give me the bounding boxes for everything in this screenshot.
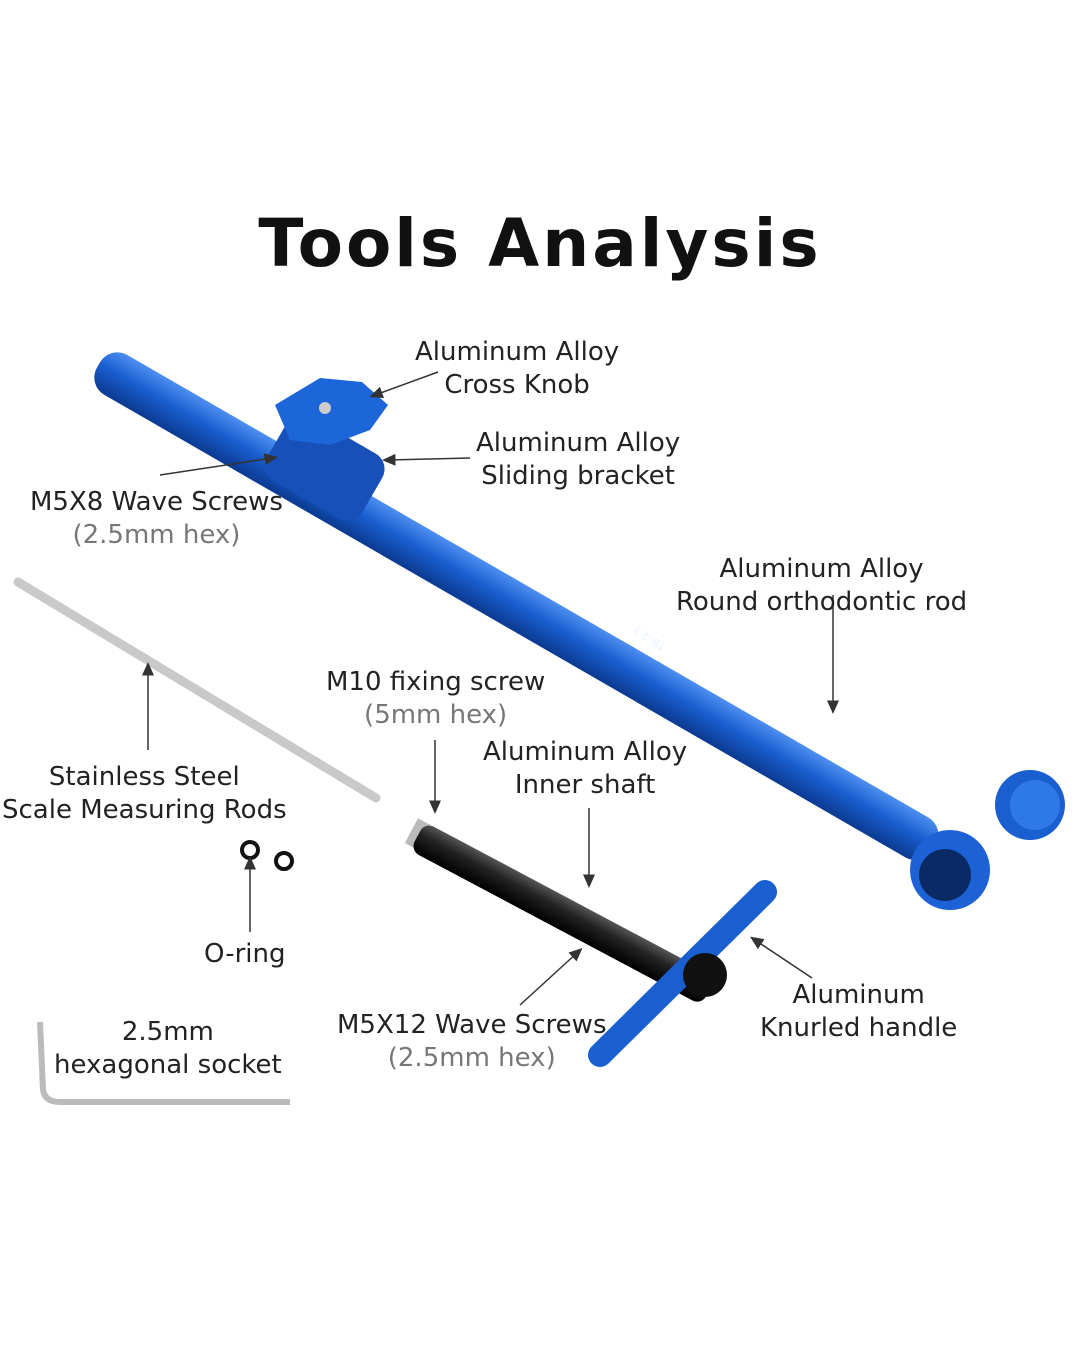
label-line: Aluminum Alloy <box>476 428 681 458</box>
label-hex-socket: 2.5mm hexagonal socket <box>54 1016 282 1082</box>
knurled-handle <box>588 880 777 1067</box>
label-steel-rods: Stainless Steel Scale Measuring Rods <box>2 761 287 827</box>
label-knurled-handle: Aluminum Knurled handle <box>760 979 957 1045</box>
label-o-ring: O-ring <box>204 939 286 969</box>
label-sliding-bracket: Aluminum Alloy Sliding bracket <box>476 427 680 493</box>
label-subline: (2.5mm hex) <box>72 520 241 550</box>
label-orthodontic-rod: Aluminum Alloy Round orthodontic rod <box>676 553 967 619</box>
label-cross-knob: Aluminum Alloy Cross Knob <box>415 336 619 402</box>
sliding-bracket <box>264 414 385 521</box>
label-line: Inner shaft <box>514 770 656 800</box>
label-line: M5X8 Wave Screws <box>30 487 283 517</box>
label-m5x8-screws: M5X8 Wave Screws (2.5mm hex) <box>30 486 283 552</box>
o-ring-1 <box>240 840 260 860</box>
label-subline: (5mm hex) <box>364 700 508 730</box>
label-m10-screw: M10 fixing screw (5mm hex) <box>326 666 545 732</box>
label-line: M5X12 Wave Screws <box>337 1010 607 1040</box>
label-line: Aluminum <box>792 980 925 1010</box>
label-line: Aluminum Alloy <box>719 554 924 584</box>
label-line: Round orthodontic rod <box>676 587 968 617</box>
label-m5x12-screws: M5X12 Wave Screws (2.5mm hex) <box>337 1009 606 1075</box>
label-line: M10 fixing screw <box>326 667 546 697</box>
leader-lines <box>142 371 839 1006</box>
label-line: Knurled handle <box>760 1013 958 1043</box>
cross-knob <box>275 378 388 445</box>
steel-measuring-rod <box>13 577 381 803</box>
label-line: Stainless Steel <box>48 762 240 792</box>
label-line: 2.5mm <box>121 1017 214 1047</box>
label-line: hexagonal socket <box>54 1050 282 1080</box>
label-subline: (2.5mm hex) <box>387 1043 556 1073</box>
label-line: Cross Knob <box>444 370 590 400</box>
label-line: Scale Measuring Rods <box>2 795 287 825</box>
o-ring-2 <box>274 851 294 871</box>
label-line: Sliding bracket <box>481 461 675 491</box>
label-line: Aluminum Alloy <box>415 337 620 367</box>
label-inner-shaft: Aluminum Alloy Inner shaft <box>483 736 687 802</box>
page-title: Tools Analysis <box>258 205 822 282</box>
inner-shaft <box>404 818 713 1002</box>
rod-end-fitting <box>910 770 1065 910</box>
label-line: Aluminum Alloy <box>483 737 688 767</box>
hex-key <box>37 1021 290 1105</box>
